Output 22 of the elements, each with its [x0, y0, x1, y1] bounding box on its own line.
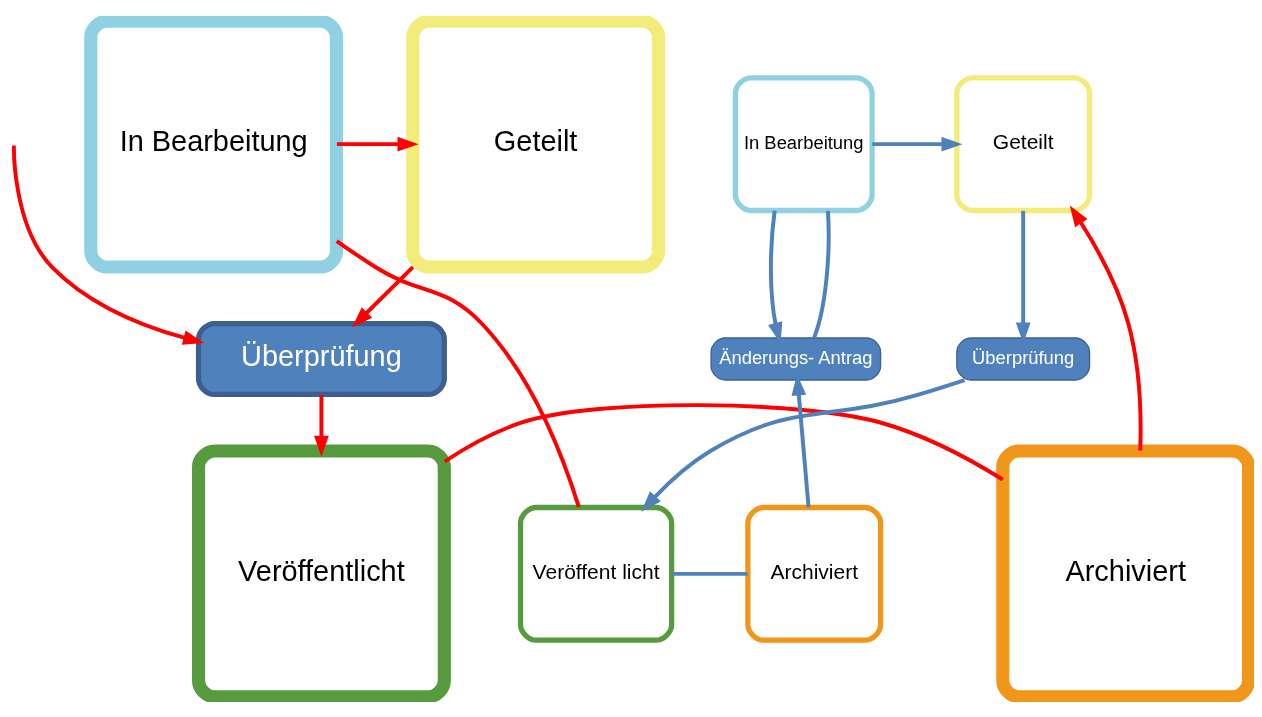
node-box: Überprüfung	[195, 320, 447, 397]
arrow	[314, 394, 329, 457]
arrow	[11, 145, 205, 345]
arrow	[641, 377, 966, 512]
connector	[443, 402, 1004, 481]
connector	[335, 238, 581, 508]
node-box: Geteilt	[406, 15, 666, 274]
node-box: Archiviert	[745, 504, 884, 643]
connector	[812, 210, 831, 338]
arrow	[1069, 205, 1143, 451]
node-box: Veröffent licht	[517, 504, 675, 643]
arrow	[872, 136, 963, 151]
node-box: Geteilt	[954, 74, 1093, 213]
arrow	[336, 136, 419, 151]
node-box: In Bearbeitung	[84, 15, 344, 274]
node-box: Überprüfung	[956, 336, 1091, 381]
node-box: In Bearbeitung	[732, 74, 875, 213]
connector	[671, 571, 748, 576]
arrow	[352, 265, 415, 327]
node-box: Veröffentlicht	[191, 443, 451, 702]
node-box: Änderungs- Antrag	[710, 336, 882, 381]
node-box: Archiviert	[996, 443, 1254, 702]
